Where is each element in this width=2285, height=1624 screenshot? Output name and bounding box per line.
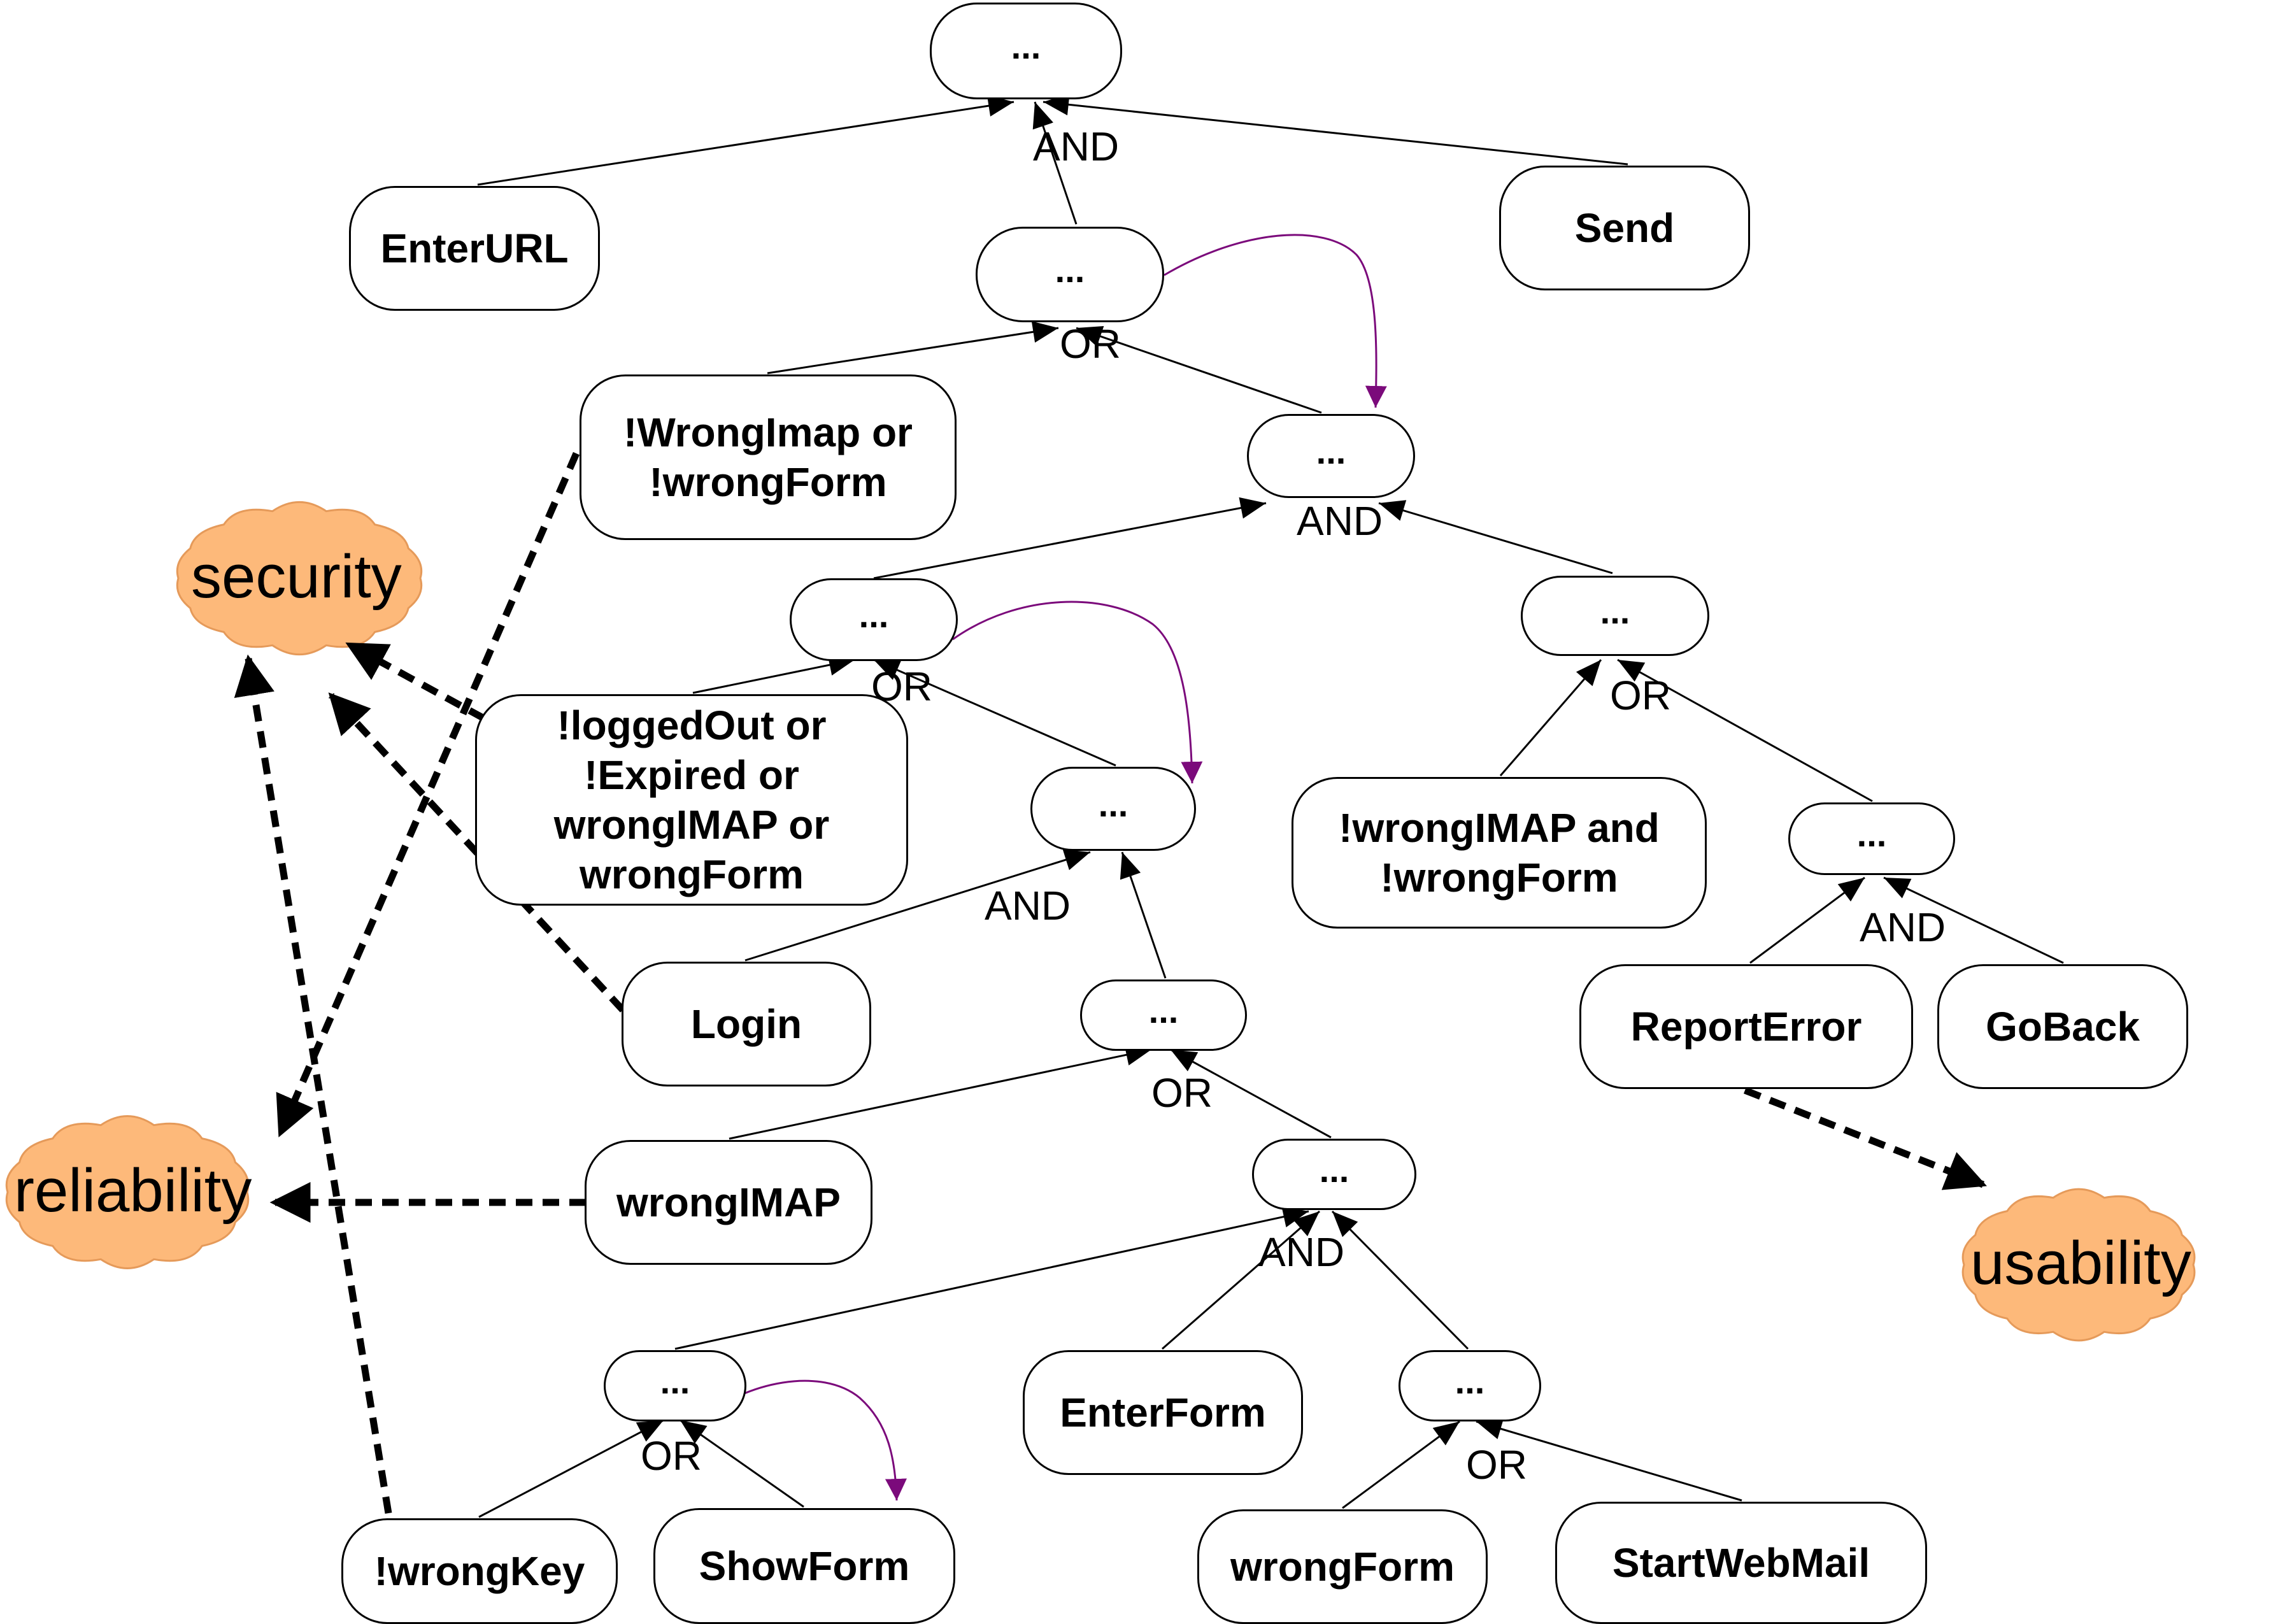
arrowhead-link-ormain-root xyxy=(1032,102,1053,130)
task-send[interactable]: Send xyxy=(1499,166,1750,290)
link-wrongimapform-ormain xyxy=(767,327,1059,374)
goal-and-report[interactable]: ... xyxy=(1788,802,1955,875)
decomposition-label-and-report: AND xyxy=(1860,904,1946,950)
link-andform-orimap xyxy=(1170,1048,1332,1139)
arrowhead-link-startwebmail-orform xyxy=(1476,1418,1504,1439)
condition-wrongimap-or-wrongform[interactable]: !WrongImap or !wrongForm xyxy=(580,374,957,540)
contribution-wrongimapform-reliability xyxy=(276,452,580,1137)
contribution-reporterror-usability xyxy=(1743,1086,1987,1190)
decomposition-label-or-left: OR xyxy=(871,664,932,709)
arrowhead-link-orform-andform xyxy=(1332,1211,1358,1237)
link-notwrongkey-orkey xyxy=(478,1419,664,1518)
usability-cloud xyxy=(1961,1188,2196,1342)
decomposition-label-and-mid: AND xyxy=(1297,498,1383,544)
softgoal-usability-label: usability xyxy=(1970,1229,2191,1297)
contribution-notwrongkey-security xyxy=(234,654,392,1514)
link-orleft-andmid xyxy=(873,502,1267,580)
arrowhead-link-goback-andreport xyxy=(1884,878,1912,899)
arrowhead-link-notwrong-orright xyxy=(1576,660,1601,687)
decomposition-label-and-inner: AND xyxy=(985,883,1071,929)
arrowhead-link-andreport-orright xyxy=(1618,660,1646,682)
link-enterform-andform xyxy=(1162,1210,1320,1350)
softgoal-security-label: security xyxy=(191,543,402,611)
arrowhead-link-orleft-andmid xyxy=(1239,497,1266,519)
link-orkey-andform xyxy=(674,1210,1309,1350)
decomposition-label-or-form: OR xyxy=(1466,1442,1527,1488)
link-andinner-orleft xyxy=(873,659,1116,767)
link-andreport-orright xyxy=(1617,659,1873,802)
arrowhead-link-orkey-andform xyxy=(1281,1206,1309,1228)
condition-not-wrong-key[interactable]: !wrongKey xyxy=(341,1518,618,1624)
link-orright-andmid xyxy=(1378,502,1613,574)
goal-or-form[interactable]: ... xyxy=(1399,1350,1541,1421)
link-send-root xyxy=(1043,101,1628,166)
task-show-form[interactable]: ShowForm xyxy=(653,1508,955,1624)
arrowhead-link-wrongimapform-ormain xyxy=(1031,321,1058,343)
condition-loggedout-expression[interactable]: !loggedOut or !Expired or wrongIMAP or w… xyxy=(475,694,908,906)
condition-not-wrongimap-and-not-wrongform[interactable]: !wrongIMAP and !wrongForm xyxy=(1292,777,1707,929)
goal-and-form[interactable]: ... xyxy=(1252,1139,1416,1210)
decomposition-label-and-form: AND xyxy=(1258,1229,1345,1275)
arc-orleft-andinner xyxy=(952,601,1203,784)
goal-root[interactable]: ... xyxy=(930,3,1122,99)
decomposition-label-or-right: OR xyxy=(1610,673,1671,718)
arrowhead-link-andform-orimap xyxy=(1171,1050,1199,1072)
task-enter-url[interactable]: EnterURL xyxy=(349,186,600,311)
arrowhead-link-login-andinner xyxy=(1062,849,1090,871)
arrowhead-link-enterform-andform xyxy=(1293,1211,1320,1237)
arrowhead-link-showform-orkey xyxy=(680,1420,708,1444)
decomposition-label-or-main: OR xyxy=(1060,321,1121,367)
arrowhead-link-wrongform-orform xyxy=(1432,1421,1460,1446)
link-loggedout-orleft xyxy=(692,659,855,694)
goal-or-imap[interactable]: ... xyxy=(1080,979,1247,1051)
task-go-back[interactable]: GoBack xyxy=(1937,964,2188,1089)
decomposition-links xyxy=(477,101,2064,1518)
condition-wrong-imap[interactable]: wrongIMAP xyxy=(585,1140,872,1265)
reliability-cloud xyxy=(5,1115,250,1269)
condition-wrong-form[interactable]: wrongForm xyxy=(1197,1509,1488,1624)
goal-and-inner[interactable]: ... xyxy=(1030,767,1196,851)
link-enterurl-root xyxy=(477,101,1014,186)
link-goback-andreport xyxy=(1883,876,2064,964)
decomposition-arrowheads xyxy=(636,94,1912,1446)
arrowhead-link-orimap-andinner xyxy=(1120,852,1141,880)
arrowhead-link-notwrongkey-orkey xyxy=(636,1420,664,1442)
goal-or-left[interactable]: ... xyxy=(790,578,958,661)
task-login[interactable]: Login xyxy=(622,962,871,1086)
task-enter-form[interactable]: EnterForm xyxy=(1023,1350,1303,1475)
goal-and-mid[interactable]: ... xyxy=(1247,414,1415,498)
decomposition-label-root: AND xyxy=(1033,124,1120,169)
goal-or-key[interactable]: ... xyxy=(604,1350,746,1421)
arrowhead-link-andmid-ormain xyxy=(1076,325,1104,347)
arrowhead-link-reporterror-andreport xyxy=(1837,878,1865,902)
goal-or-main[interactable]: ... xyxy=(976,227,1164,322)
decomposition-label-or-imap: OR xyxy=(1151,1070,1213,1116)
link-orform-andform xyxy=(1331,1210,1469,1350)
link-andmid-ormain xyxy=(1076,327,1322,414)
decomposition-label-or-key: OR xyxy=(641,1433,702,1479)
task-report-error[interactable]: ReportError xyxy=(1579,964,1913,1089)
link-notwrong-orright xyxy=(1499,659,1602,776)
goal-or-right[interactable]: ... xyxy=(1521,576,1709,656)
arc-ormain-andmid xyxy=(1164,234,1387,408)
softgoal-reliability-label: reliability xyxy=(14,1157,252,1225)
link-startwebmail-orform xyxy=(1476,1420,1742,1502)
link-login-andinner xyxy=(744,851,1091,962)
task-start-webmail[interactable]: StartWebMail xyxy=(1555,1502,1927,1624)
link-wrongimap-orimap xyxy=(729,1048,1152,1140)
arrowhead-link-enterurl-root xyxy=(986,95,1014,117)
arrowhead-link-orright-andmid xyxy=(1379,500,1407,521)
arrowhead-link-andinner-orleft xyxy=(874,660,902,680)
